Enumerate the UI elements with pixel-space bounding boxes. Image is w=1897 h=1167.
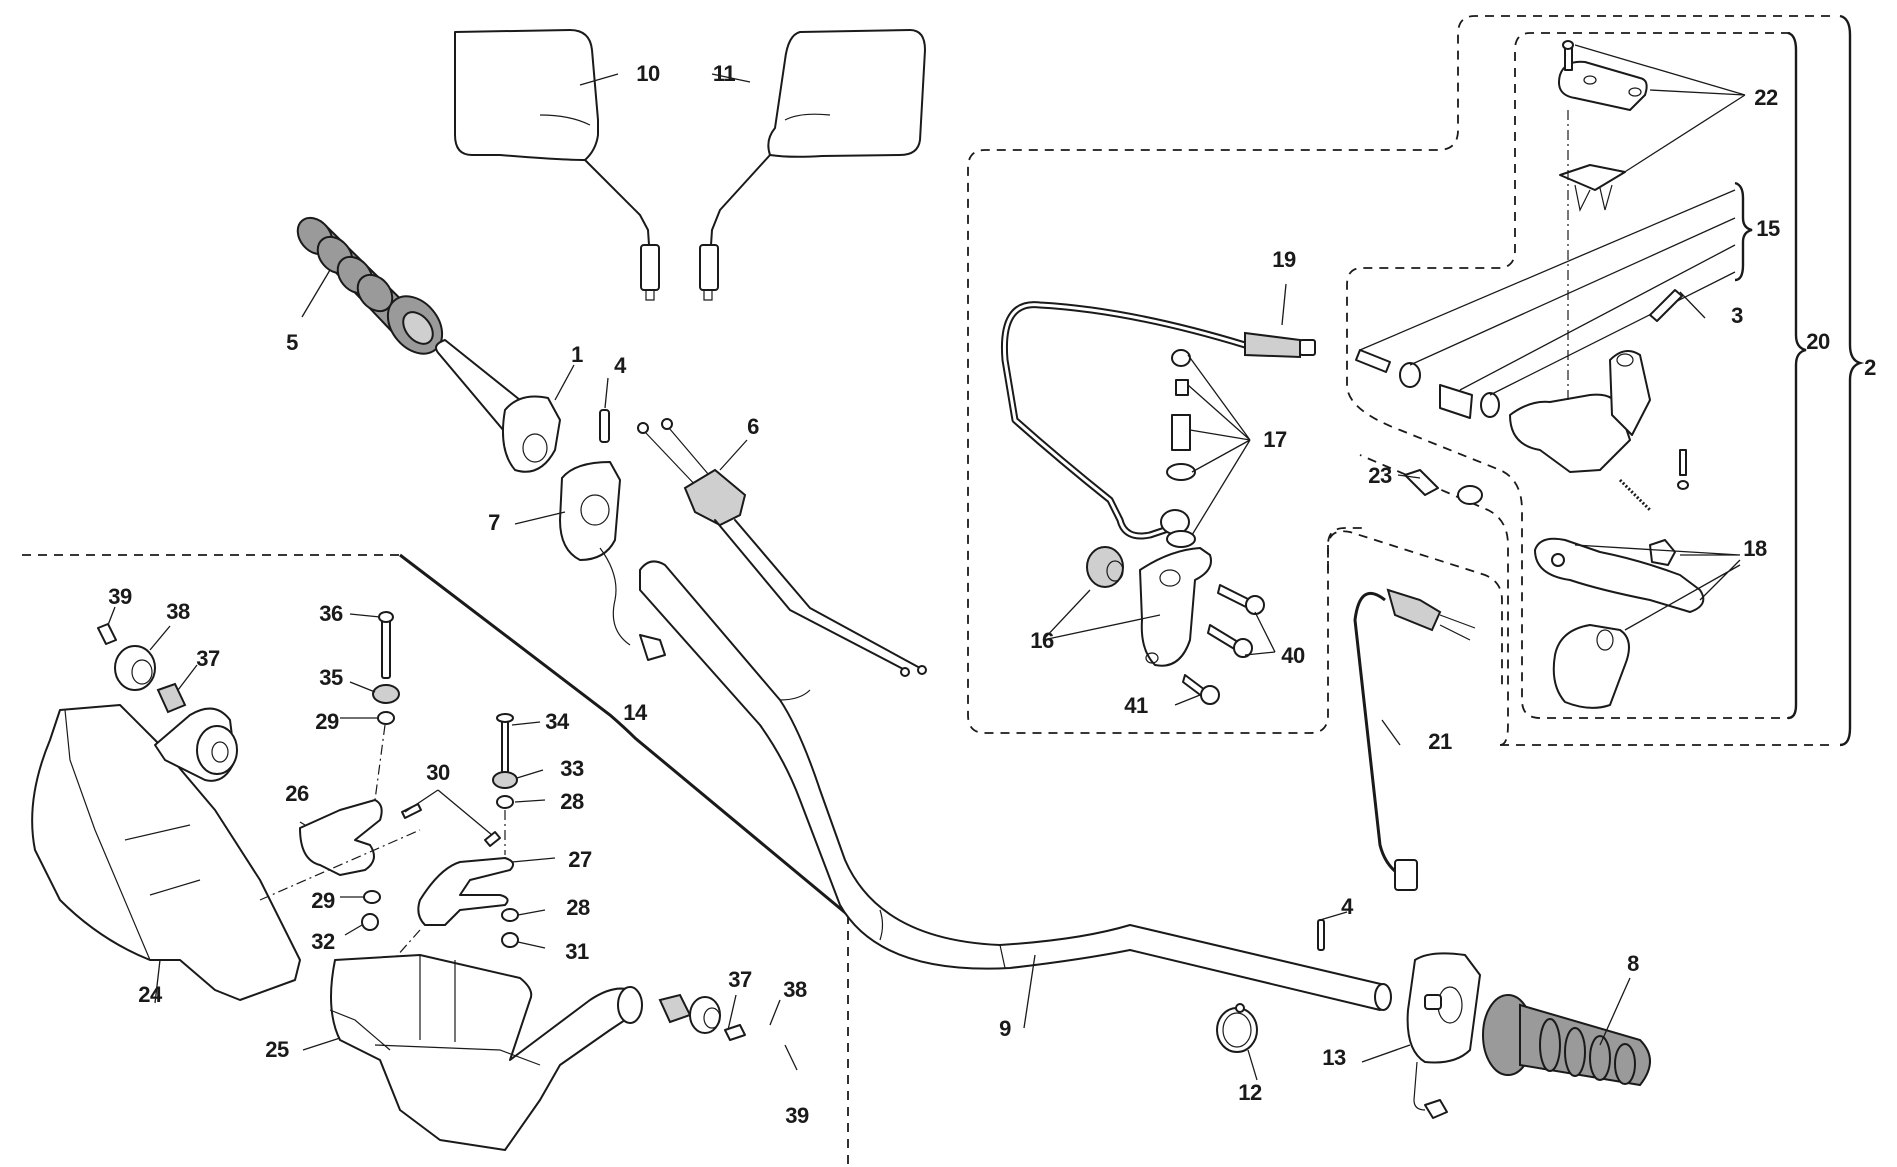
callout-31: 31 bbox=[565, 939, 589, 964]
clamp-part-12 bbox=[1216, 1003, 1258, 1053]
callout-4-left: 4 bbox=[614, 353, 626, 378]
callout-28-upper: 28 bbox=[560, 789, 584, 814]
bolt-part-34 bbox=[496, 713, 514, 777]
callout-3: 3 bbox=[1731, 303, 1743, 328]
callout-29-lower: 29 bbox=[311, 888, 335, 913]
callout-19: 19 bbox=[1272, 247, 1296, 272]
callout-16: 16 bbox=[1030, 628, 1054, 653]
nut-part-32 bbox=[361, 913, 379, 931]
bushing-part-29-upper bbox=[377, 711, 395, 725]
grip-right-part-8 bbox=[1482, 994, 1651, 1087]
mirror-right-part-11 bbox=[699, 29, 926, 301]
braces bbox=[1734, 14, 1865, 747]
callout-39-right: 39 bbox=[785, 1103, 809, 1128]
spacer-part-35 bbox=[372, 684, 400, 704]
callout-23: 23 bbox=[1368, 463, 1392, 488]
master-cylinder-part-20 bbox=[1355, 40, 1746, 709]
callout-4-right: 4 bbox=[1341, 894, 1353, 919]
callout-34: 34 bbox=[545, 709, 569, 734]
nut-part-31 bbox=[501, 932, 519, 948]
bar-end-parts-right bbox=[658, 993, 746, 1041]
callout-38-right: 38 bbox=[783, 977, 807, 1002]
mirror-left-part-10 bbox=[454, 29, 660, 301]
callout-30: 30 bbox=[426, 760, 450, 785]
brace-2 bbox=[1839, 14, 1865, 747]
callout-5: 5 bbox=[286, 330, 298, 355]
callout-13: 13 bbox=[1322, 1045, 1346, 1070]
group-2-boundary-right bbox=[1359, 454, 1509, 746]
group-20-boundary bbox=[1346, 32, 1790, 719]
callout-15: 15 bbox=[1756, 216, 1780, 241]
washer-part-28-lower bbox=[501, 908, 519, 922]
callout-32: 32 bbox=[311, 929, 335, 954]
callout-39-left: 39 bbox=[108, 584, 132, 609]
callout-26: 26 bbox=[285, 781, 309, 806]
group-boundaries bbox=[22, 15, 1830, 1167]
pin-part-4-left bbox=[599, 409, 610, 443]
leader-lines bbox=[107, 73, 1706, 1081]
callout-27: 27 bbox=[568, 847, 592, 872]
callout-29-upper: 29 bbox=[315, 709, 339, 734]
bolt-part-41 bbox=[1182, 674, 1220, 705]
bar-end-parts-left bbox=[97, 623, 187, 714]
grip-left-part-5 bbox=[296, 216, 444, 355]
hose-part-19 bbox=[1000, 301, 1316, 540]
brace-15 bbox=[1734, 181, 1753, 282]
banjo-fittings-part-17 bbox=[1166, 349, 1196, 548]
callout-35: 35 bbox=[319, 665, 343, 690]
group-14-divider bbox=[399, 553, 849, 917]
callout-28-lower: 28 bbox=[566, 895, 590, 920]
callout-22: 22 bbox=[1754, 85, 1778, 110]
axis-line-26 bbox=[374, 724, 386, 801]
pin-part-4-right bbox=[1317, 919, 1325, 951]
washer-part-28-upper bbox=[496, 795, 514, 809]
screws-part-30 bbox=[401, 803, 501, 847]
callout-14: 14 bbox=[623, 700, 647, 725]
callout-12: 12 bbox=[1238, 1080, 1262, 1105]
callout-18: 18 bbox=[1743, 536, 1767, 561]
callout-37-right: 37 bbox=[728, 967, 752, 992]
throttle-housing-part-1 bbox=[502, 395, 561, 473]
throttle-cables-part-6 bbox=[637, 418, 927, 677]
callout-40: 40 bbox=[1281, 643, 1305, 668]
callout-33: 33 bbox=[560, 756, 584, 781]
bracket-part-16 bbox=[1086, 546, 1212, 667]
callout-25: 25 bbox=[265, 1037, 289, 1062]
callout-41: 41 bbox=[1124, 693, 1148, 718]
handguard-right-part-25 bbox=[329, 954, 643, 1151]
bracket-part-27 bbox=[417, 857, 515, 926]
switch-housing-part-7 bbox=[559, 461, 666, 661]
callout-24: 24 bbox=[138, 982, 162, 1007]
callout-7: 7 bbox=[488, 510, 500, 535]
bushing-part-29-lower bbox=[363, 890, 381, 904]
callout-37-left: 37 bbox=[196, 646, 220, 671]
callout-20: 20 bbox=[1806, 329, 1830, 354]
bracket-part-26 bbox=[299, 799, 383, 876]
axis-line-24 bbox=[259, 829, 421, 901]
callout-9: 9 bbox=[999, 1016, 1011, 1041]
switch-part-23 bbox=[1404, 469, 1483, 505]
bolts-part-40 bbox=[1207, 584, 1265, 658]
callout-2: 2 bbox=[1864, 355, 1876, 380]
callout-11: 11 bbox=[712, 61, 736, 86]
spacer-part-33 bbox=[492, 771, 518, 789]
callout-17: 17 bbox=[1263, 427, 1287, 452]
callout-21: 21 bbox=[1428, 729, 1452, 754]
handlebar-part-9 bbox=[639, 560, 1392, 1011]
bolt-part-36 bbox=[378, 611, 394, 679]
group-2-boundary bbox=[967, 15, 1830, 746]
callout-1: 1 bbox=[571, 342, 583, 367]
handguard-left-part-24 bbox=[31, 704, 301, 1001]
brace-20 bbox=[1787, 31, 1807, 720]
wire-part-21 bbox=[1353, 588, 1476, 891]
callout-36: 36 bbox=[319, 601, 343, 626]
switch-housing-part-13 bbox=[1406, 952, 1481, 1119]
callout-6: 6 bbox=[747, 414, 759, 439]
callout-38-left: 38 bbox=[166, 599, 190, 624]
callout-8: 8 bbox=[1627, 951, 1639, 976]
callout-10: 10 bbox=[636, 61, 660, 86]
